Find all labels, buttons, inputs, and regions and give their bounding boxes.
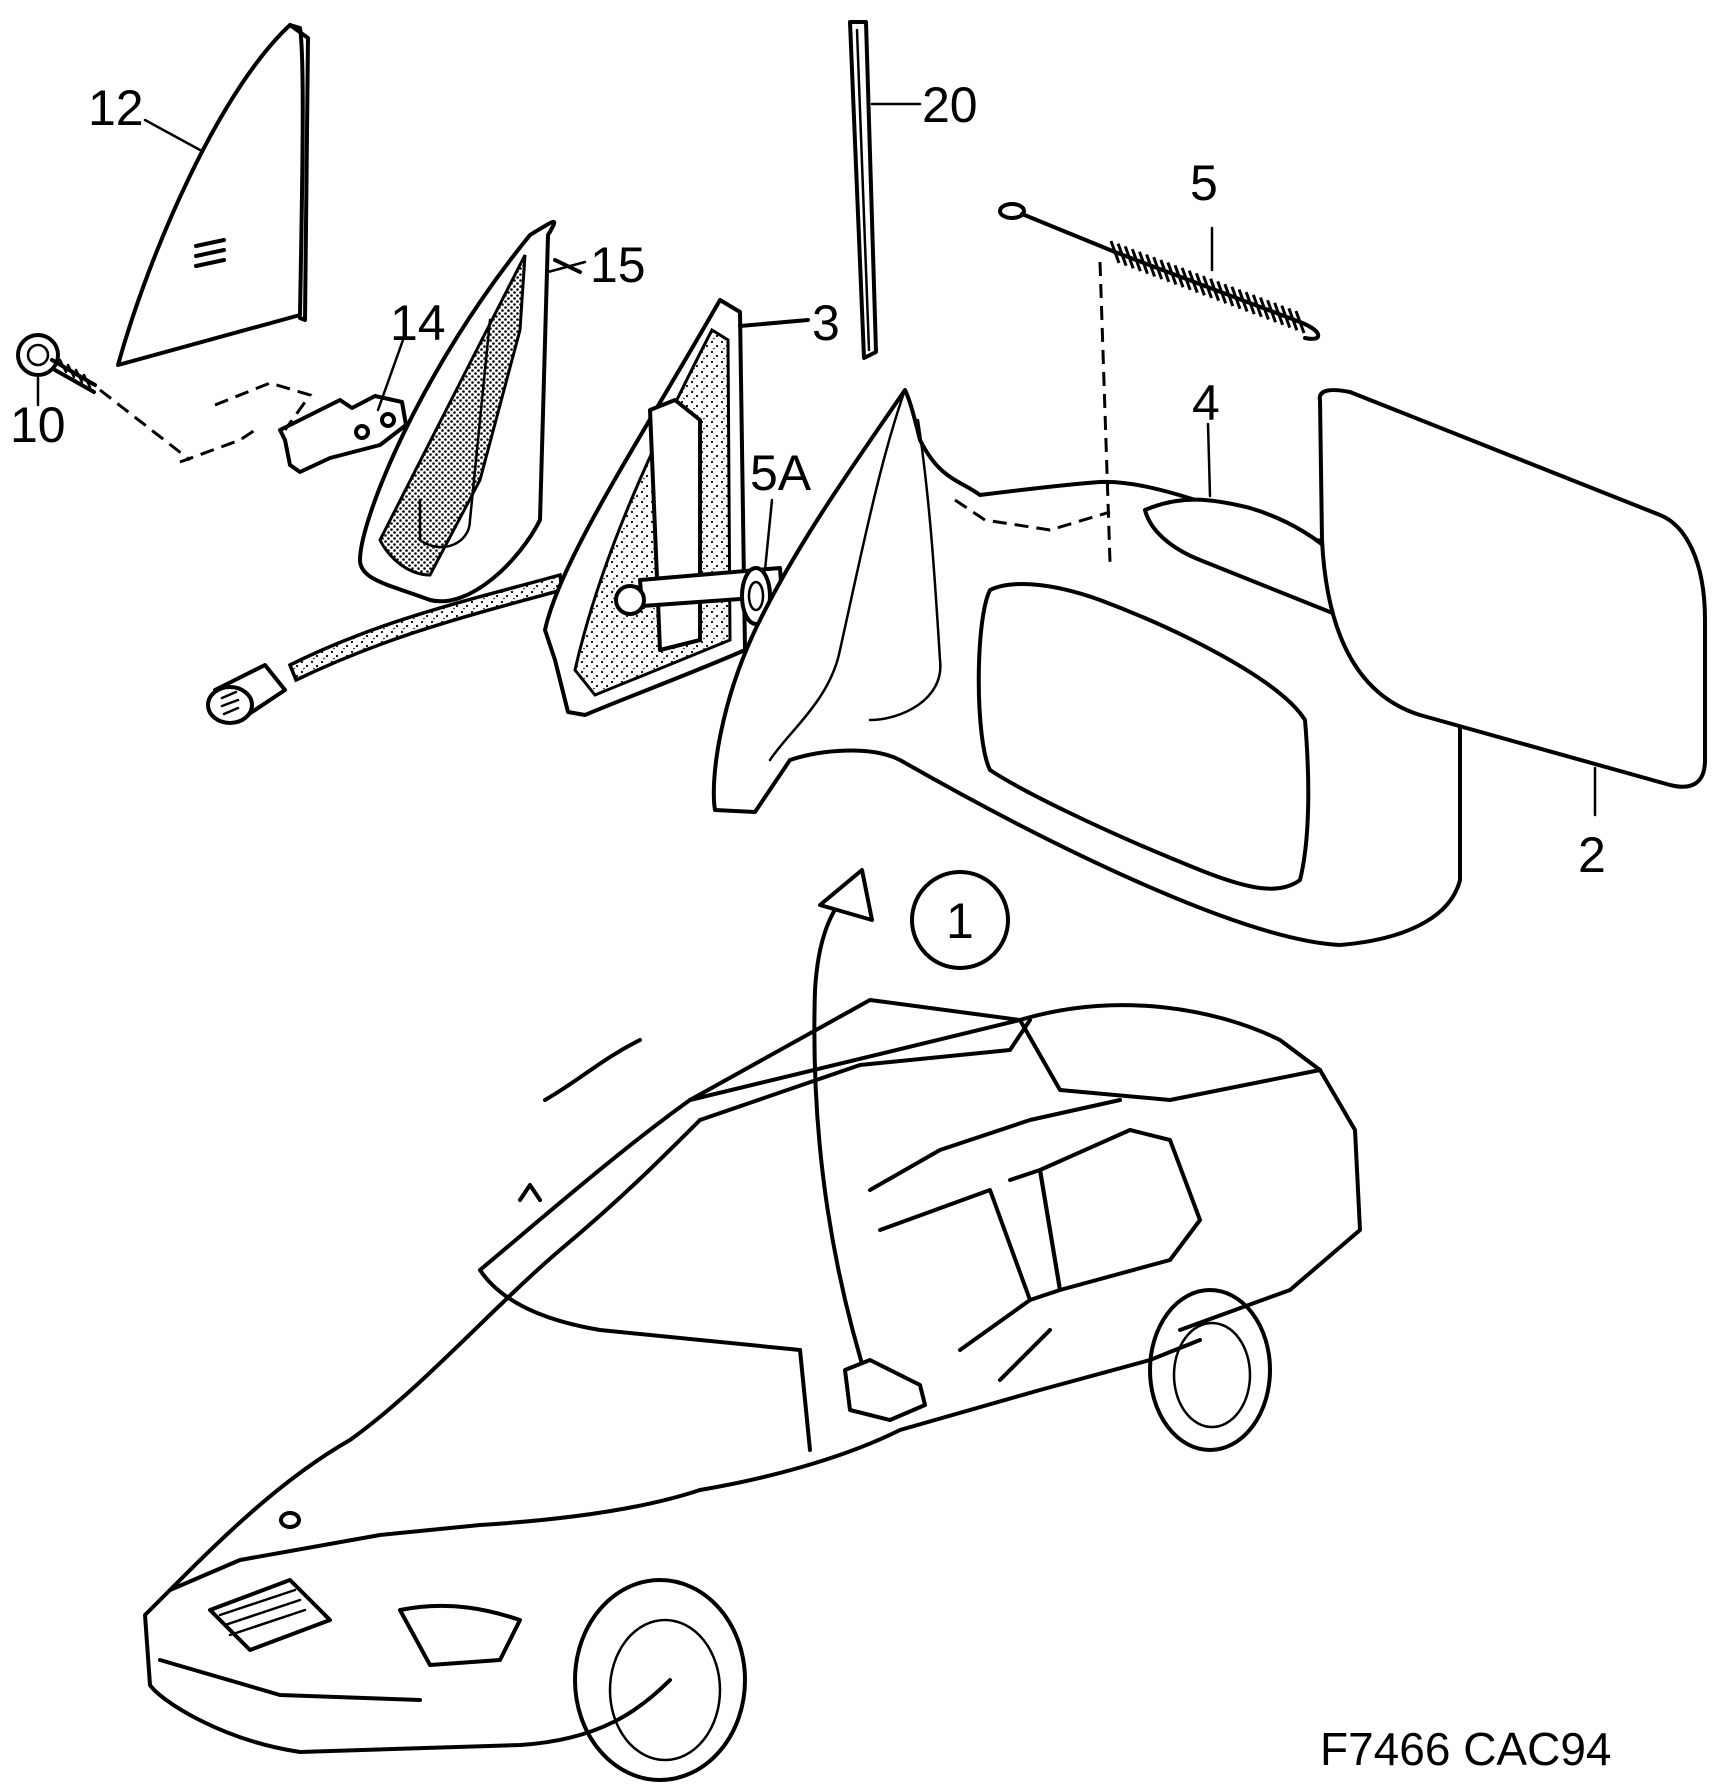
- callout-label-1: 1: [946, 893, 974, 949]
- spring-coil: [1187, 270, 1199, 294]
- leader-4: [1206, 422, 1212, 498]
- spring-coil: [1216, 280, 1228, 304]
- spring-coil: [1123, 245, 1135, 269]
- spring-coil: [1194, 272, 1206, 296]
- spring-coil: [1251, 294, 1263, 318]
- label-4: 4: [1192, 375, 1220, 431]
- spring-coil: [1266, 299, 1277, 323]
- part-20-seal-strip: [848, 20, 878, 360]
- callout-circle: [910, 870, 1010, 970]
- label-14: 14: [390, 295, 446, 351]
- part-14-bracket: [179, 381, 408, 474]
- label-15: 15: [590, 237, 646, 293]
- leader-5a: [763, 498, 774, 572]
- spring-coil: [1209, 278, 1221, 302]
- spring-coil: [1230, 286, 1242, 310]
- label-10: 10: [10, 397, 66, 453]
- spring-coil: [1202, 275, 1213, 299]
- label-20: 20: [922, 77, 978, 133]
- label-12: 12: [88, 80, 144, 136]
- label-3: 3: [812, 295, 840, 351]
- spring-coil: [1145, 253, 1156, 277]
- part-2-mirror-glass: [1317, 388, 1707, 789]
- figure-code: F7466 CAC94: [1320, 1723, 1612, 1775]
- part-3-mounting-plate: [543, 298, 810, 717]
- part-12-triangle-cover: [116, 23, 310, 367]
- spring-coil: [1152, 256, 1164, 280]
- spring-coil: [1159, 259, 1171, 283]
- wire-harness-connector: [206, 572, 564, 725]
- callout-arrow: [812, 868, 874, 1392]
- label-5a: 5A: [750, 445, 812, 501]
- label-5: 5: [1190, 155, 1218, 211]
- spring-coil: [1244, 291, 1256, 315]
- label-2: 2: [1578, 827, 1606, 883]
- spring-coil: [1237, 288, 1249, 312]
- part-5-spring-cable: [998, 202, 1321, 341]
- mirror-housing: [711, 261, 1462, 947]
- leader-14: [376, 338, 405, 412]
- spring-coil: [1273, 302, 1285, 326]
- leader-15: [546, 260, 587, 274]
- spring-coil: [1287, 307, 1299, 331]
- spring-coil: [1138, 251, 1149, 275]
- car-illustration: [143, 998, 1362, 1782]
- spring-coil: [1223, 283, 1235, 307]
- spring-coil: [1173, 264, 1185, 288]
- leader-12: [143, 118, 202, 152]
- spring-coil: [1109, 240, 1121, 264]
- spring-coil: [1130, 248, 1142, 272]
- spring-coil: [1180, 267, 1192, 291]
- spring-coil: [1166, 262, 1178, 286]
- spring-coil: [1259, 297, 1270, 321]
- spring-coil: [1280, 305, 1292, 329]
- part-10-screw: [16, 333, 191, 462]
- spring-coil: [1116, 243, 1128, 267]
